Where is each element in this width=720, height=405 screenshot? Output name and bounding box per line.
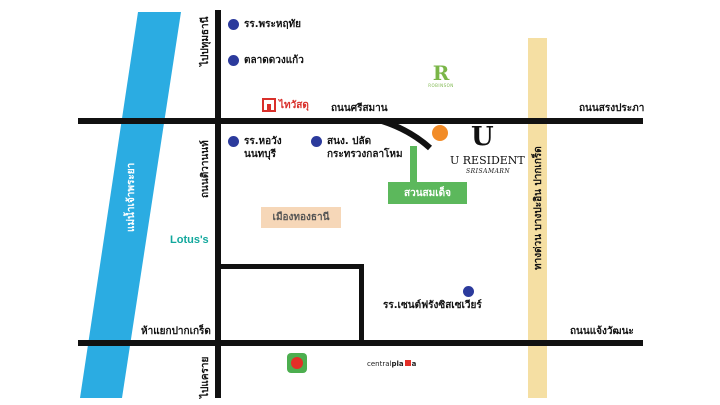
poi-talad-duangkaew: ตลาดดวงแก้ว xyxy=(244,55,304,66)
label-expressway: ทางด่วน บางปะอิน ปากเกร็ด xyxy=(533,146,544,270)
label-sri-samarn: ถนนศรีสมาน xyxy=(331,103,388,114)
river-label: แม่น้ำเจ้าพระยา xyxy=(126,162,137,232)
thai-watsadu-icon xyxy=(262,98,276,112)
project-sub: SRISAMARN xyxy=(466,168,511,175)
label-to-khae-rai: ไปแคราย xyxy=(200,356,211,398)
park-connector xyxy=(410,146,417,182)
bigc-icon xyxy=(287,353,307,373)
river xyxy=(80,12,181,398)
plaza-z-icon xyxy=(404,360,411,366)
road-sri-samarn xyxy=(78,118,643,124)
poi-dot-horwang xyxy=(228,136,239,147)
road-inner-right xyxy=(359,264,364,344)
poi-prahruthai: รร.พระหฤทัย xyxy=(244,19,301,30)
project-name: U RESIDENT xyxy=(450,154,525,167)
plaza-word-end: a xyxy=(411,360,417,368)
poi-snj-line1: สนง. ปลัด xyxy=(327,136,372,147)
park-box: สวนสมเด็จ xyxy=(388,182,467,204)
poi-snj-line2: กระทรวงกลาโหม xyxy=(327,149,403,160)
label-to-pathum-thani: ไปปทุมธานี xyxy=(200,16,211,66)
poi-thai-watsadu: ไทวัสดุ xyxy=(279,100,309,111)
poi-st-francis: รร.เซนต์ฟรังซิสเซเวียร์ xyxy=(383,300,482,311)
label-songprapa: ถนนสรงประภา xyxy=(579,103,645,114)
road-inner-top xyxy=(215,264,364,269)
poi-dot-st-francis xyxy=(463,286,474,297)
project-logo-icon: U xyxy=(471,122,494,152)
central-word: central xyxy=(367,360,392,368)
robinson-r-icon: R xyxy=(432,61,450,85)
project-marker xyxy=(432,125,448,141)
poi-horwang-line2: นนทบุรี xyxy=(244,149,276,160)
label-tiwanon: ถนนติวานนท์ xyxy=(200,140,211,198)
lotus-logo: Lotus's xyxy=(170,234,209,246)
poi-horwang-line1: รร.หอวัง xyxy=(244,136,282,147)
robinson-label: ROBINSON xyxy=(428,83,454,88)
poi-dot-prahruthai xyxy=(228,19,239,30)
robinson-logo: R ROBINSON xyxy=(426,63,456,88)
road-tiwanon xyxy=(215,10,221,398)
muang-thong-box: เมืองทองธานี xyxy=(261,207,341,228)
poi-dot-talad xyxy=(228,55,239,66)
label-chaeng-watthana: ถนนแจ้งวัฒนะ xyxy=(570,326,634,337)
poi-dot-snj xyxy=(311,136,322,147)
plaza-word: pla xyxy=(391,360,404,368)
expressway-road xyxy=(528,38,547,398)
access-road xyxy=(381,118,433,151)
label-pak-kret-junction: ห้าแยกปากเกร็ด xyxy=(141,326,211,337)
